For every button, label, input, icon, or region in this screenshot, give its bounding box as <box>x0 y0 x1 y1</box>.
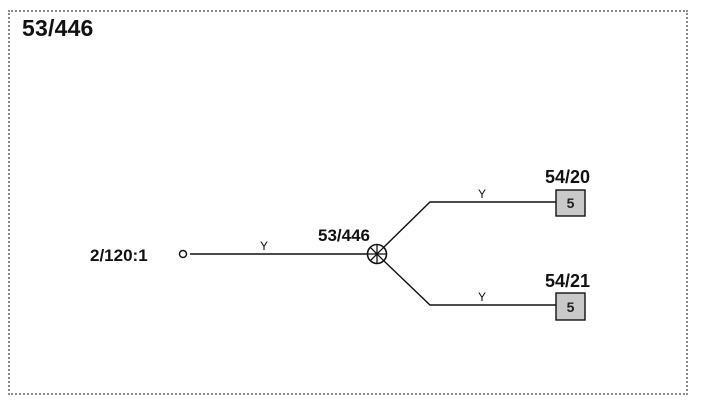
bottom-branch-wire-label: Y <box>478 290 486 304</box>
splice-point-icon <box>366 243 388 265</box>
source-terminal-icon <box>178 249 188 259</box>
bottom-connector-pin: 5 <box>567 299 575 315</box>
top-connector-pin: 5 <box>567 195 575 211</box>
main-wire-label: Y <box>260 239 268 253</box>
bottom-branch-wire <box>383 260 556 306</box>
source-label: 2/120:1 <box>90 246 148 265</box>
top-branch-wire <box>383 201 556 248</box>
diagram-title: 53/446 <box>22 15 94 41</box>
splice-label: 53/446 <box>318 226 370 245</box>
bottom-connector: 5 <box>555 292 586 321</box>
bottom-connector-label: 54/21 <box>545 271 590 291</box>
top-branch-wire-label: Y <box>478 187 486 201</box>
top-connector: 5 <box>555 189 586 217</box>
top-connector-label: 54/20 <box>545 167 590 187</box>
